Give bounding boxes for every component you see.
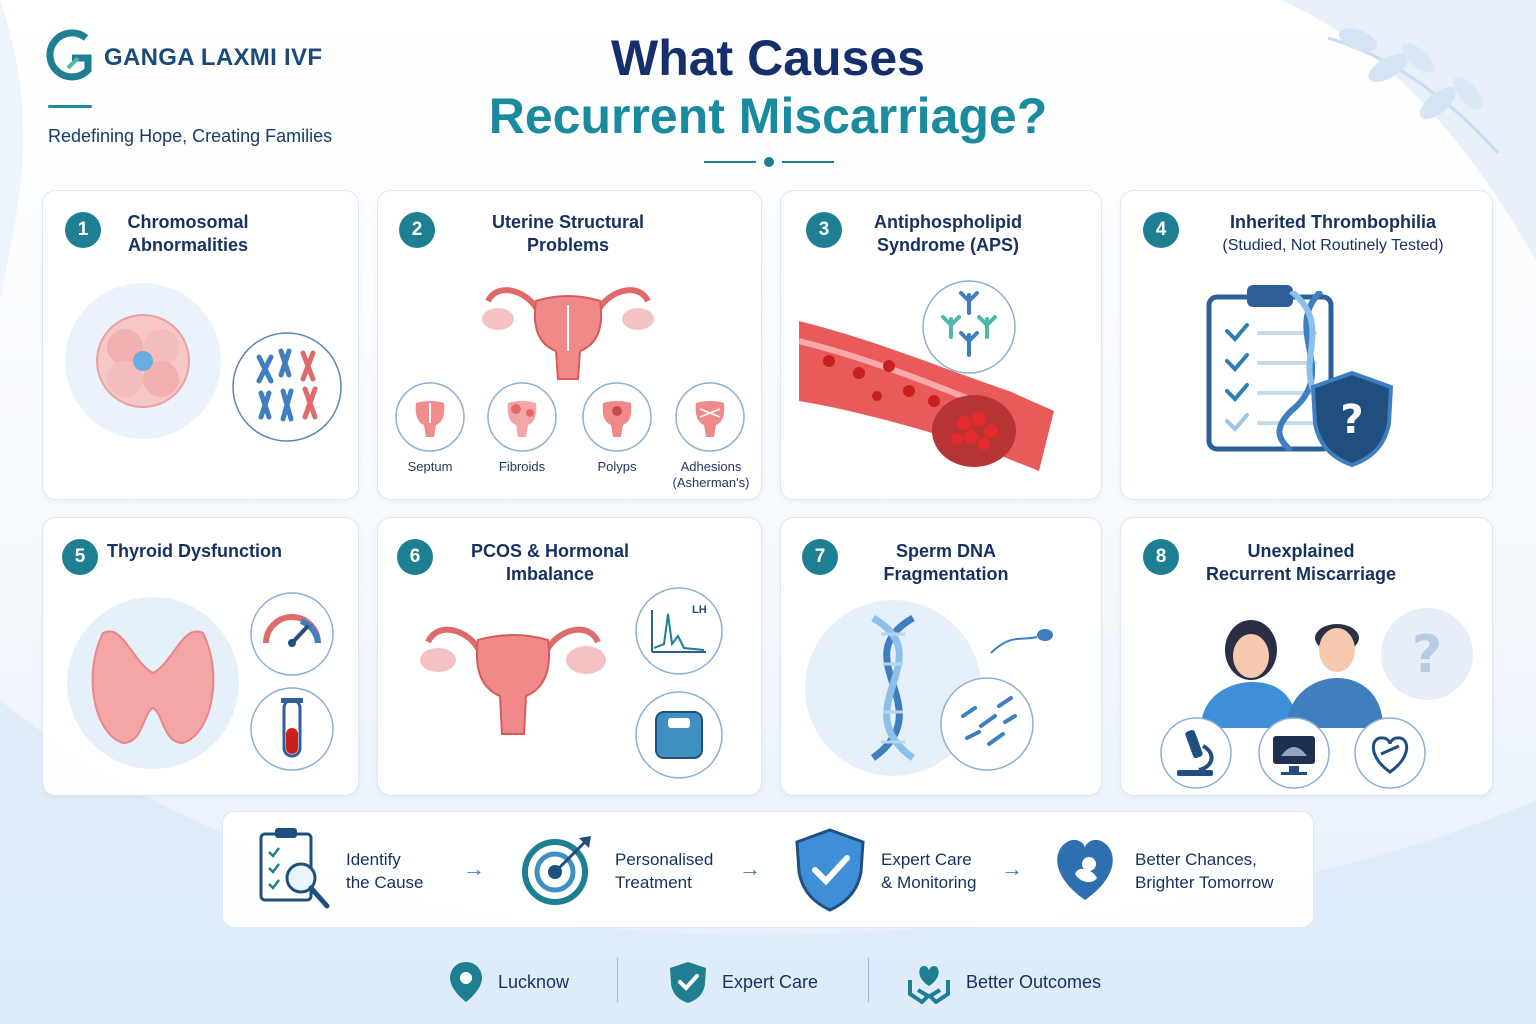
thyroid-icon [67,597,239,769]
title-divider [704,157,834,167]
heart-baby-icon [1057,839,1113,900]
microscope-icon [1160,717,1232,789]
uterine-sub-label: Septum [407,459,453,474]
footer-location: Lucknow [448,960,569,1004]
svg-text:?: ? [1412,625,1442,685]
brand-logo: GANGA LAXMI IVF [46,28,322,88]
antibody-icon [922,280,1016,374]
location-pin-icon [450,962,482,1002]
shield-check-icon [795,828,865,912]
shield-question-icon: ? [1310,371,1394,467]
cause-number: 8 [1143,539,1179,575]
chromosome-icon [232,332,342,442]
process-step-better-chances: Better Chances,Brighter Tomorrow [1135,850,1274,892]
fibroids-icon [487,382,557,452]
process-arrow-icon: → [463,856,485,881]
footer-expert-care-label: Expert Care [722,971,819,992]
uterine-sub-label: Adhesions (Asherman's) [672,459,750,490]
process-step-expert-care: Expert Care& Monitoring [881,850,977,892]
title-line-1: What Causes [611,30,925,86]
page-title: What Causes Recurrent Miscarriage? [400,30,1136,146]
hands-heart-icon [908,966,950,1004]
uterus-icon [420,626,606,735]
decorative-leaves-icon [1327,28,1500,154]
weight-scale-icon [635,691,723,779]
title-line-2: Recurrent Miscarriage? [488,88,1048,144]
cause-title: Thyroid Dysfunction [107,541,282,561]
fragmented-dna-icon [940,677,1034,771]
cause-number: 7 [802,539,838,575]
logo-g-icon [46,29,92,81]
heart-icon [1354,717,1426,789]
ultrasound-icon [1258,717,1330,789]
test-tube-icon [250,687,334,771]
hormone-graph-icon [635,587,723,675]
brand-tagline: Redefining Hope, Creating Families [48,126,333,146]
uterine-sub-label: Fibroids [498,459,546,474]
footer-divider [617,958,618,1002]
cause-card-thyroid: 5 Thyroid Dysfunction [42,517,359,796]
process-arrow-icon: → [1001,856,1023,881]
cause-card-thrombophilia: 4 Inherited Thrombophilia(Studied, Not R… [1120,190,1493,500]
footer-better-outcomes-label: Better Outcomes [966,971,1102,992]
clipboard-search-icon [259,828,330,909]
cause-number: 3 [806,212,842,248]
question-icon: ? [1381,608,1473,700]
svg-text:?: ? [1340,397,1363,443]
footer-expert-care: Expert Care [668,960,818,1004]
footer-better-outcomes: Better Outcomes [906,960,1101,1004]
dna-icon [805,600,981,776]
couple-icon [1201,620,1383,728]
target-icon [522,836,591,905]
brand-name: GANGA LAXMI IVF [104,44,323,71]
cause-number: 1 [65,212,101,248]
cause-number: 6 [397,539,433,575]
process-arrow-icon: → [739,856,761,881]
cause-number: 5 [62,539,98,575]
embryo-icon [65,283,221,439]
footer-location-label: Lucknow [498,971,570,992]
uterine-sub-label: Polyps [597,459,637,474]
shield-check-icon [670,962,706,1003]
adhesions-icon [675,382,745,452]
gauge-icon [250,592,334,676]
blood-vessel-icon [799,321,1054,471]
sperm-icon [990,629,1053,654]
clipboard-icon [1206,285,1334,452]
cause-number: 4 [1143,212,1179,248]
cause-title: Inherited Thrombophilia(Studied, Not Rou… [1222,212,1444,254]
uterus-icon [482,287,654,380]
polyps-icon [582,382,652,452]
footer-divider [868,958,869,1002]
lh-label: LH [692,604,707,616]
septum-icon [395,382,465,452]
cause-number: 2 [399,212,435,248]
logo-divider [48,105,92,108]
